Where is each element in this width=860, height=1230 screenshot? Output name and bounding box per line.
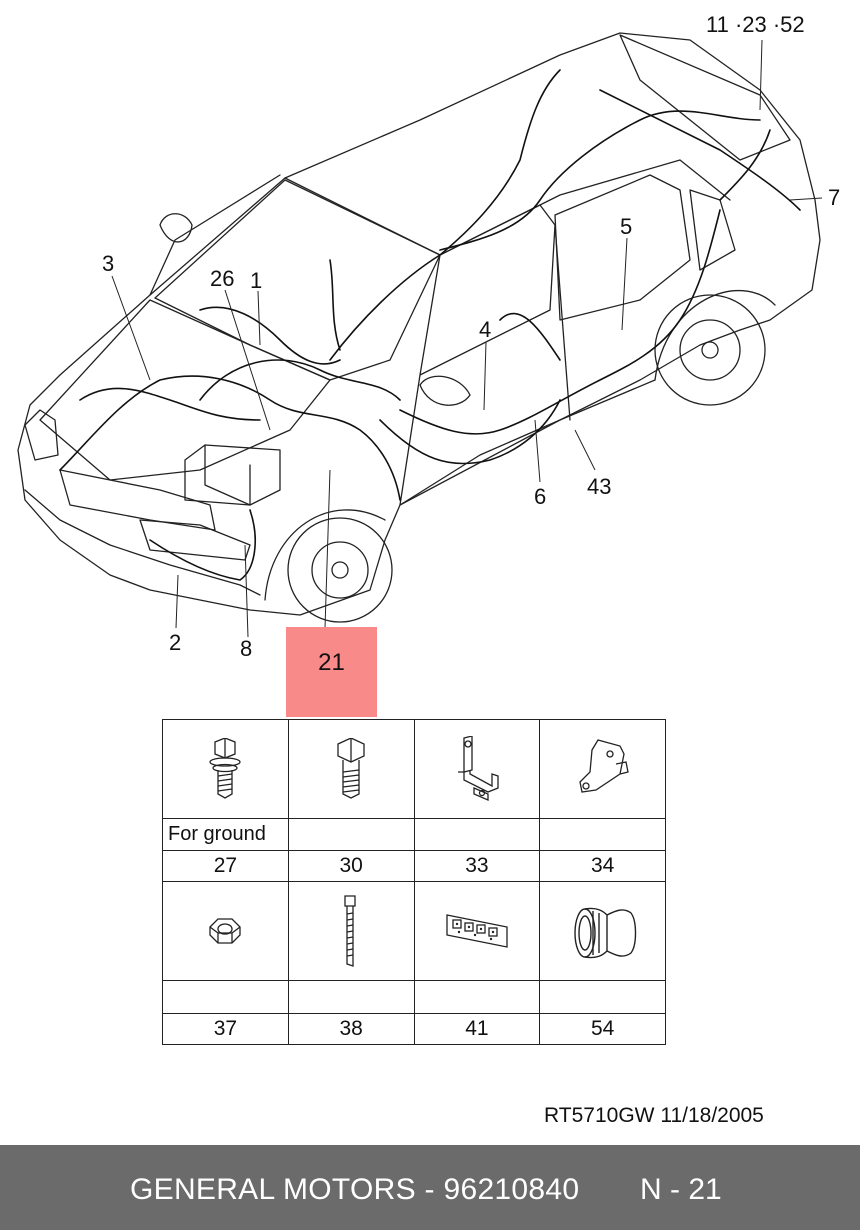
part-number-54: 54 (539, 1012, 666, 1046)
part-note-41 (413, 980, 541, 1014)
bracket-icon (457, 735, 499, 801)
part-cell-37 (162, 881, 289, 982)
part-cell-27 (162, 719, 289, 819)
callout-1: 1 (250, 268, 263, 293)
plate-bracket-icon (578, 739, 629, 793)
connector-block-icon (446, 914, 508, 949)
footer-part-number: GENERAL MOTORS - 96210840 (130, 1173, 580, 1206)
harness-roof (329, 69, 561, 361)
document-reference: RT5710GW 11/18/2005 (544, 1104, 764, 1127)
part-cell-54 (539, 881, 666, 982)
part-note-27: For ground (162, 817, 289, 852)
harness-engine (59, 375, 401, 501)
hex-nut-icon (209, 918, 242, 945)
part-number-27: 27 (162, 850, 289, 883)
hex-bolt-icon (337, 737, 365, 799)
callout-6: 6 (534, 484, 547, 509)
callout-3: 3 (102, 251, 115, 276)
part-cell-38 (287, 881, 415, 982)
part-cell-34 (539, 719, 666, 819)
part-note-33 (413, 817, 541, 852)
part-number-30: 30 (287, 850, 415, 883)
footer-page-ref: N - 21 (640, 1173, 722, 1206)
callout-7: 7 (828, 185, 841, 210)
parts-table: For ground 27 30 33 34 (162, 719, 666, 1046)
part-cell-41 (413, 881, 541, 982)
car-body-outline (17, 32, 821, 616)
part-note-38 (287, 980, 415, 1014)
part-note-54 (539, 980, 666, 1014)
callout-21: 21 (318, 649, 345, 676)
callout-43: 43 (587, 474, 612, 499)
part-number-41: 41 (413, 1012, 541, 1046)
callout-5: 5 (620, 214, 633, 239)
callout-2: 2 (169, 630, 182, 655)
wiring-harness-diagram (17, 32, 823, 638)
highlight-box (286, 627, 377, 717)
harness-floor (399, 209, 721, 435)
part-number-38: 38 (287, 1012, 415, 1046)
callout-4: 4 (479, 317, 492, 342)
part-note-34 (539, 817, 666, 852)
part-cell-33 (413, 719, 541, 819)
callout-26: 26 (210, 266, 235, 291)
callout-11-23-52: 11 ·23 ·52 (706, 12, 805, 37)
cable-tie-icon (344, 895, 356, 968)
part-number-34: 34 (539, 850, 666, 883)
grommet-icon (573, 908, 636, 959)
flange-bolt-icon (209, 737, 242, 799)
callout-8: 8 (240, 636, 253, 661)
part-cell-30 (287, 719, 415, 819)
part-number-33: 33 (413, 850, 541, 883)
part-note-30 (287, 817, 415, 852)
part-number-37: 37 (162, 1012, 289, 1046)
part-note-37 (162, 980, 289, 1014)
footer-bar: GENERAL MOTORS - 96210840 N - 21 (0, 1145, 860, 1230)
